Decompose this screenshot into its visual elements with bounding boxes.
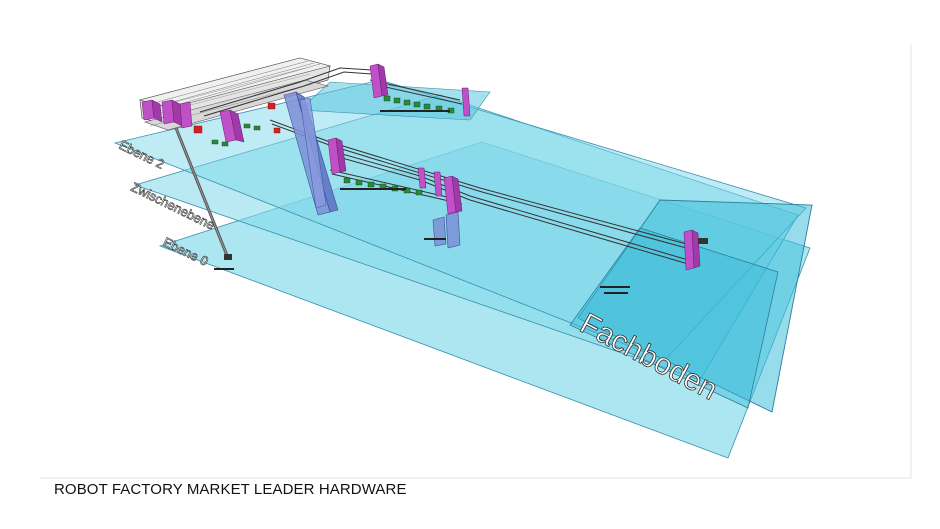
tiny-annotations: [214, 110, 630, 294]
figure-caption: ROBOT FACTORY MARKET LEADER HARDWARE: [54, 481, 407, 498]
plane-fachboden: [577, 199, 813, 413]
red-units: [193, 102, 281, 134]
vertical-lift-chain: [174, 127, 232, 260]
robot-towers: [141, 63, 701, 271]
plane-fachboden-inner: [569, 227, 779, 409]
far-end-unit: [698, 238, 708, 244]
